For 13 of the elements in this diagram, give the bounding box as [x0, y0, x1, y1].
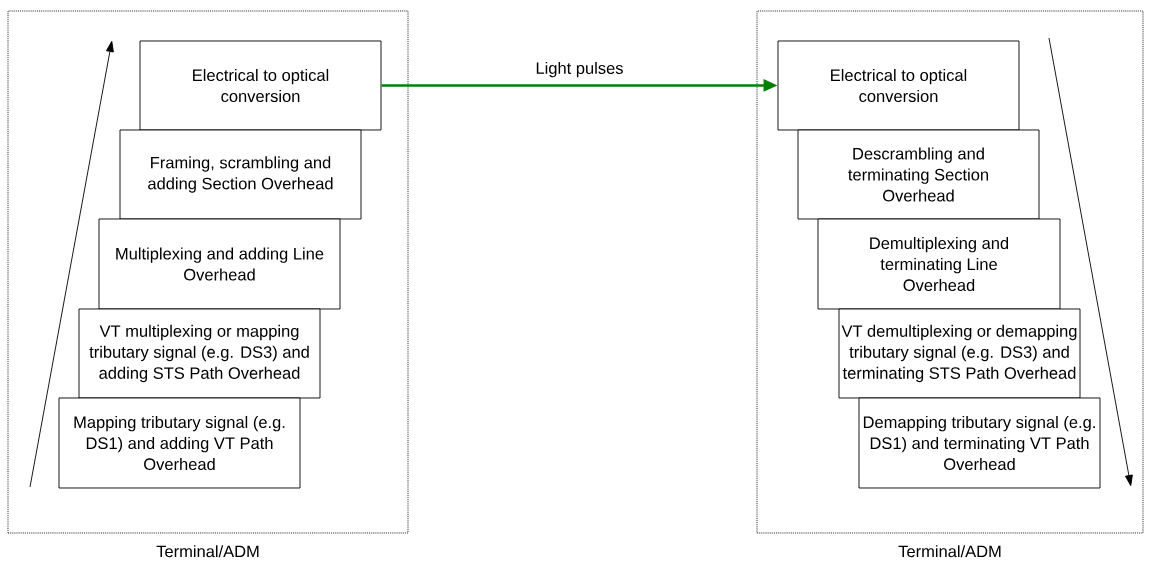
process-box: Descrambling and terminating Section Overhead: [797, 129, 1040, 220]
process-box: Demapping tributary signal (e.g. DS1) and terminating VT Path Overhead: [858, 397, 1101, 489]
process-box: Electrical to optical conversion: [777, 40, 1020, 131]
process-box: Electrical to optical conversion: [139, 40, 382, 131]
node-label: Terminal/ADM: [898, 545, 1001, 558]
process-box: Multiplexing and adding Line Overhead: [98, 218, 341, 310]
process-box: Framing, scrambling and adding Section Overhead: [119, 129, 362, 220]
process-box: Mapping tributary signal (e.g. DS1) and adding VT Path Overhead: [58, 397, 301, 489]
process-box: Demultiplexing and terminating Line Overhead: [817, 218, 1061, 310]
process-box: VT demultiplexing or demapping tributary signal (e.g. DS3) and terminating STS Path Overhead: [838, 308, 1081, 399]
node-label: Terminal/ADM: [156, 545, 259, 558]
edge-label: Light pulses: [536, 61, 623, 78]
process-box: VT multiplexing or mapping tributary signal (e.g. DS3) and adding STS Path Overhead: [78, 308, 321, 399]
